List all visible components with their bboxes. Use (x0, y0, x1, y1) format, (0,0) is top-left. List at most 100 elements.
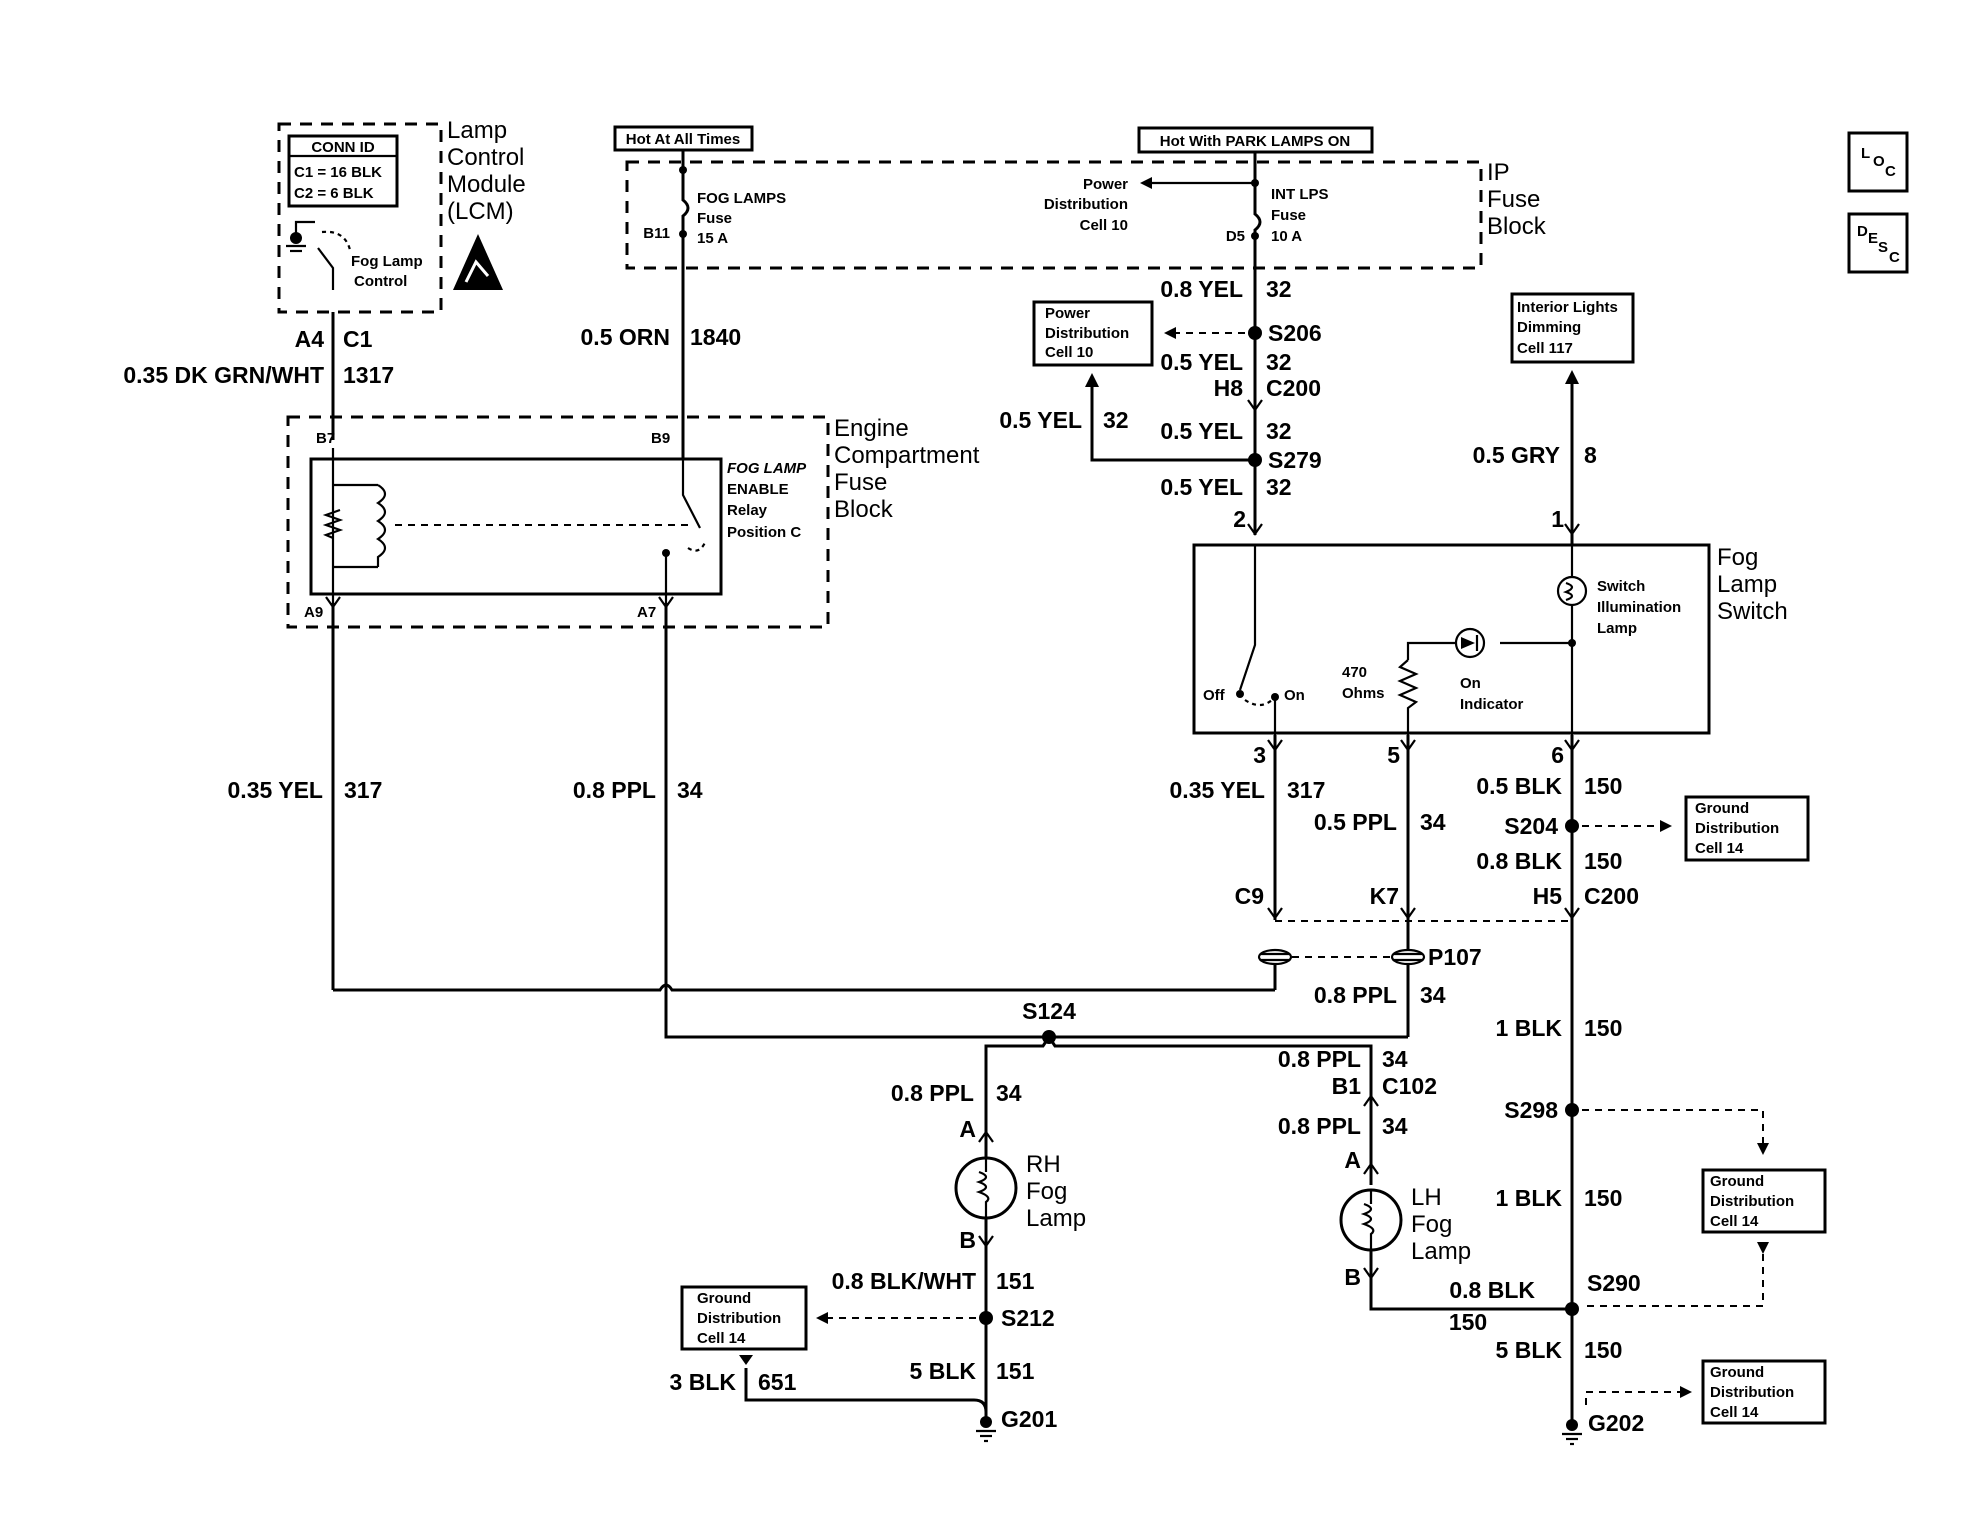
loc-tab-l: L (1861, 145, 1870, 162)
ground-box-2-line1: Ground (1710, 1173, 1764, 1190)
loc-tab-c: C (1885, 163, 1896, 180)
wire-8-circuit: 8 (1584, 442, 1597, 468)
pin-1: 1 (1551, 506, 1564, 532)
ground-box-2-line2: Distribution (1710, 1193, 1794, 1210)
wire-34c102-gauge: 0.8 PPL (1278, 1046, 1361, 1072)
pin-b-lh: B (1344, 1264, 1361, 1290)
ground-box-3 (1701, 1359, 1827, 1425)
fog-switch-title-3: Switch (1717, 598, 1788, 625)
ground-box-2 (1701, 1168, 1827, 1234)
wire-150b-circuit: 150 (1584, 848, 1622, 874)
splice-s290-dot (1565, 1302, 1579, 1316)
pin-c9: C9 (1235, 883, 1264, 909)
wire-34r-gauge: 0.5 PPL (1314, 809, 1397, 835)
wire-34lh-gauge: 0.8 PPL (1278, 1113, 1361, 1139)
ground-box-4-line3: Cell 14 (697, 1330, 746, 1347)
ip-fuse-block-2: Fuse (1487, 186, 1540, 213)
pin-b7: B7 (316, 430, 335, 447)
fog-lamp-switch-box (1192, 543, 1711, 735)
wire-150c-circuit: 150 (1584, 1015, 1622, 1041)
switch-off-label: Off (1203, 687, 1226, 704)
pin-5: 5 (1387, 742, 1400, 768)
int-fuse-line3: 10 A (1271, 228, 1302, 245)
wire-150e-circuit: 150 (1449, 1309, 1487, 1335)
ground-box-4 (680, 1285, 808, 1351)
splice-s206-dot (1248, 326, 1262, 340)
wire-32e-gauge: 0.5 YEL (1160, 474, 1243, 500)
ground-box-1-line2: Distribution (1695, 820, 1779, 837)
pin-b9: B9 (651, 430, 670, 447)
wire-1317-gauge: 0.35 DK GRN/WHT (123, 362, 324, 388)
wire-34l-circuit: 34 (677, 777, 703, 803)
hot-park-label: Hot With PARK LAMPS ON (1160, 133, 1350, 150)
pin-c200b: C200 (1584, 883, 1639, 909)
lcm-title-1: Lamp (447, 117, 507, 144)
ground-box-2-line3: Cell 14 (1710, 1213, 1759, 1230)
splice-s298: S298 (1504, 1097, 1558, 1123)
illum-line2: Illumination (1597, 599, 1681, 616)
wire-150f-circuit: 150 (1584, 1337, 1622, 1363)
splice-s290: S290 (1587, 1270, 1641, 1296)
indicator-line2: Indicator (1460, 696, 1524, 713)
lcm-title-3: Module (447, 171, 526, 198)
illum-line1: Switch (1597, 578, 1645, 595)
wire-32e-circuit: 32 (1266, 474, 1292, 500)
pin-c102: C102 (1382, 1073, 1437, 1099)
pin-a-lh: A (1344, 1147, 1361, 1173)
splice-p107: P107 (1428, 944, 1482, 970)
esd-warning-icon (453, 234, 503, 290)
loc-tab[interactable]: L O C (1847, 131, 1909, 193)
wire-34lh-circuit: 34 (1382, 1113, 1408, 1139)
lcm-title-2: Control (447, 144, 524, 171)
splice-s124: S124 (1022, 998, 1076, 1024)
engine-fuse-3: Fuse (834, 469, 887, 496)
desc-tab-s: S (1878, 239, 1888, 256)
wire-8-gauge: 0.5 GRY (1473, 442, 1560, 468)
wire-32d-circuit: 32 (1103, 407, 1129, 433)
desc-tab-c: C (1889, 249, 1900, 266)
g202-ground-icon (1562, 1419, 1582, 1446)
engine-fuse-4: Block (834, 496, 894, 523)
wire-32b-gauge: 0.5 YEL (1160, 349, 1243, 375)
splice-g202: G202 (1588, 1410, 1644, 1436)
pdc-box-2: Distribution (1045, 325, 1129, 342)
wire-317l-gauge: 0.35 YEL (228, 777, 323, 803)
splice-s279: S279 (1268, 447, 1322, 473)
ohms-line1: 470 (1342, 664, 1367, 681)
splice-s298-dot (1565, 1103, 1579, 1117)
interior-box-1: Interior Lights (1517, 299, 1618, 316)
pin-2: 2 (1233, 506, 1246, 532)
fog-switch-title-1: Fog (1717, 544, 1758, 571)
rh-lamp-1: RH (1026, 1151, 1061, 1178)
ip-fuse-block-1: IP (1487, 159, 1510, 186)
wire-651-gauge: 3 BLK (670, 1369, 737, 1395)
conn-id-label: CONN ID (311, 139, 375, 156)
wire-151b-gauge: 5 BLK (910, 1358, 977, 1384)
relay-label-3: Relay (727, 502, 768, 519)
conn-c1-label: C1 = 16 BLK (294, 164, 382, 181)
pin-c200a: C200 (1266, 375, 1321, 401)
wire-150b-gauge: 0.8 BLK (1476, 848, 1562, 874)
lh-lamp-1: LH (1411, 1184, 1442, 1211)
wire-34p-gauge: 0.8 PPL (1314, 982, 1397, 1008)
switch-on-label: On (1284, 687, 1305, 704)
desc-tab[interactable]: D E S C (1847, 212, 1909, 274)
ip-fuse-block-3: Block (1487, 213, 1547, 240)
wire-651-circuit: 651 (758, 1369, 797, 1395)
fog-switch-title-2: Lamp (1717, 571, 1777, 598)
wire-1317-circuit: 1317 (343, 362, 394, 388)
int-fuse-pin: D5 (1226, 228, 1245, 245)
pin-b1: B1 (1332, 1073, 1362, 1099)
wire-150a-circuit: 150 (1584, 773, 1622, 799)
ground-box-4-line1: Ground (697, 1290, 751, 1307)
lh-lamp-3: Lamp (1411, 1238, 1471, 1265)
wire-32c-circuit: 32 (1266, 418, 1292, 444)
wire-32c-gauge: 0.5 YEL (1160, 418, 1243, 444)
pin-b-rh: B (959, 1227, 976, 1253)
wire-317r-gauge: 0.35 YEL (1170, 777, 1265, 803)
wire-34rh-circuit: 34 (996, 1080, 1022, 1106)
engine-fuse-block-outline (286, 415, 830, 629)
interior-box-3: Cell 117 (1517, 340, 1573, 357)
g201-ground-icon (976, 1416, 996, 1443)
